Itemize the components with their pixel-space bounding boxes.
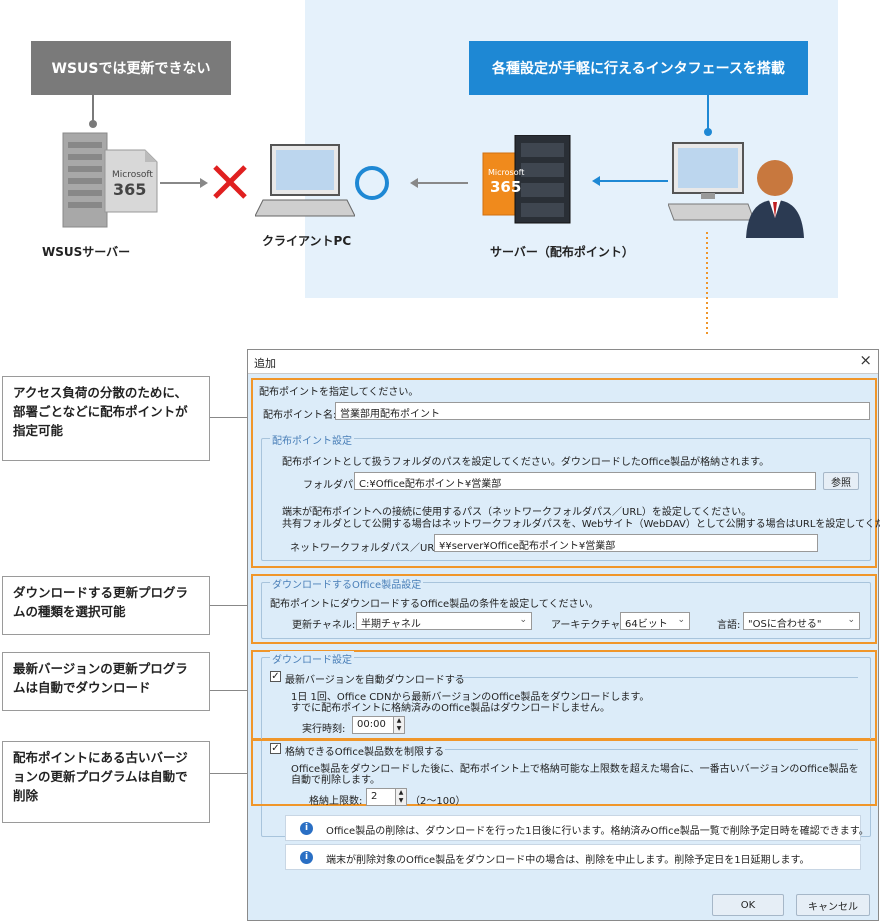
info-text-deletion: Office製品の削除は、ダウンロードを行った1日後に行います。格納済みOffi… [326,826,869,837]
ok-button[interactable]: OK [712,894,784,916]
auto-download-label: 最新バージョンを自動ダウンロードする [285,675,465,686]
wsus-server-label: WSUSサーバー [42,245,131,259]
info-box-postpone: i 端末が削除対象のOffice製品をダウンロード中の場合は、削除を中止します。… [285,844,861,870]
dp-office-version: 365 [490,178,522,196]
info-icon: i [300,822,313,835]
separator-line [445,749,858,750]
channel-label: 更新チャネル: [292,620,356,631]
network-path-input[interactable]: ¥¥server¥Office配布ポイント¥営業部 [434,534,818,552]
max-count-label: 格納上限数: [309,796,363,807]
instruction-text: 配布ポイントを指定してください。 [259,387,419,398]
product-settings-group: ダウンロードするOffice製品設定 [261,576,871,639]
dialog-title: 追加 [254,357,276,370]
architecture-label: アーキテクチャ: [551,620,624,631]
folder-path-input[interactable]: C:¥Office配布ポイント¥営業部 [354,472,816,490]
note-product-type: ダウンロードする更新プログラムの種類を選択可能 [2,576,210,635]
interface-callout-dot [704,128,712,136]
time-stepper[interactable]: ▲▼ [393,716,405,734]
channel-select[interactable]: 半期チャネル ⌄ [356,612,532,630]
arrow-left-icon [410,178,468,188]
distribution-server-icon [482,135,571,224]
note-text: ダウンロードする更新プログラムの種類を選択可能 [13,585,189,619]
interface-callout-text: 各種設定が手軽に行えるインタフェースを搭載 [492,61,785,77]
download-settings-legend: ダウンロード設定 [270,651,354,666]
dp-settings-desc: 配布ポイントとして扱うフォルダのパスを設定してください。ダウンロードしたOffi… [282,457,770,468]
max-count-input[interactable]: 2 [366,788,396,806]
cancel-button[interactable]: キャンセル [796,894,870,916]
language-label: 言語: [717,620,741,631]
arrow-right-icon [160,178,208,188]
dotted-connector [706,232,708,336]
limit-desc-1: Office製品をダウンロードした後に、配布ポイント上で格納可能な上限数を超えた… [291,764,859,775]
limit-label: 格納できるOffice製品数を制限する [285,747,444,758]
highlight-limit-settings [251,739,877,806]
wsus-callout-stem [92,95,94,123]
dp-name-input[interactable]: 営業部用配布ポイント [335,402,870,420]
channel-value: 半期チャネル [361,619,421,630]
max-count-stepper[interactable]: ▲▼ [395,788,407,806]
auto-download-desc-2: すでに配布ポイントに格納済みのOffice製品はダウンロードしません。 [291,703,610,714]
wsus-office-brand: Microsoft [112,170,153,180]
dp-settings-group: 配布ポイント設定 [261,432,871,561]
note-distribution-point: アクセス負荷の分散のために、部署ごとなどに配布ポイントが指定可能 [2,376,210,461]
distribution-server-label: サーバー（配布ポイント） [490,245,634,259]
chevron-down-icon: ⌄ [677,615,685,625]
note-auto-delete: 配布ポイントにある古いバージョンの更新プログラムは自動で削除 [2,741,210,823]
limit-desc-2: 自動で削除します。 [291,775,380,786]
network-desc-1: 端末が配布ポイントへの接続に使用するパス（ネットワークフォルダパス／URL）を設… [282,507,752,518]
dialog-titlebar: 追加 × [248,350,878,374]
info-icon: i [300,851,313,864]
note-auto-download: 最新バージョンの更新プログラムは自動でダウンロード [2,652,210,711]
highlight-product-settings [251,574,877,644]
admin-workstation-icon [668,142,804,238]
network-path-label: ネットワークフォルダパス／URL: [290,543,444,554]
chevron-down-icon: ⌄ [847,615,855,625]
time-input[interactable]: 00:00 [352,716,394,734]
note-connector [210,417,250,418]
highlight-distribution-point [251,378,877,568]
cross-icon [213,165,247,199]
circle-ok-icon [355,166,389,200]
interface-callout-stem [707,95,709,131]
network-desc-2: 共有フォルダとして公開する場合はネットワークフォルダパスを、Webサイト（Web… [282,519,880,530]
client-pc-label: クライアントPC [262,234,352,248]
architecture-value: 64ビット [625,619,668,630]
time-label: 実行時刻: [302,724,346,735]
interface-callout: 各種設定が手軽に行えるインタフェースを搭載 [469,41,808,95]
auto-download-checkbox[interactable]: ✓ [270,671,281,682]
close-icon[interactable]: × [859,351,872,369]
language-select[interactable]: "OSに合わせる" ⌄ [743,612,860,630]
dp-office-brand: Microsoft [488,168,525,177]
wsus-callout-dot [89,120,97,128]
dp-settings-legend: 配布ポイント設定 [270,432,354,447]
wsus-callout-text: WSUSでは更新できない [51,61,211,77]
wsus-callout: WSUSでは更新できない [31,41,231,95]
auto-download-desc-1: 1日 1回、Office CDNから最新バージョンのOffice製品をダウンロー… [291,692,650,703]
folder-label: フォルダパス: [303,480,367,491]
wsus-server-icon [62,132,158,228]
max-count-range: （2～100） [410,796,466,807]
arrow-left-blue-icon [592,176,668,186]
product-desc: 配布ポイントにダウンロードするOffice製品の条件を設定してください。 [270,599,599,610]
note-text: アクセス負荷の分散のために、部署ごとなどに配布ポイントが指定可能 [13,385,188,438]
info-box-deletion: i Office製品の削除は、ダウンロードを行った1日後に行います。格納済みOf… [285,815,869,841]
browse-button[interactable]: 参照 [823,472,859,490]
separator-line [453,677,858,678]
language-value: "OSに合わせる" [748,619,822,630]
add-dialog: 追加 × 配布ポイントを指定してください。 配布ポイント名: 営業部用配布ポイン… [247,349,880,921]
laptop-icon [255,144,355,217]
note-text: 最新バージョンの更新プログラムは自動でダウンロード [13,661,188,695]
limit-checkbox[interactable]: ✓ [270,743,281,754]
dp-name-label: 配布ポイント名: [263,410,337,421]
architecture-select[interactable]: 64ビット ⌄ [620,612,690,630]
product-settings-legend: ダウンロードするOffice製品設定 [270,576,424,591]
wsus-office-version: 365 [113,180,147,199]
chevron-down-icon: ⌄ [519,615,527,625]
note-connector [210,773,250,774]
note-text: 配布ポイントにある古いバージョンの更新プログラムは自動で削除 [13,750,188,803]
note-connector [210,690,250,691]
note-connector [210,605,250,606]
info-text-postpone: 端末が削除対象のOffice製品をダウンロード中の場合は、削除を中止します。削除… [326,855,810,866]
